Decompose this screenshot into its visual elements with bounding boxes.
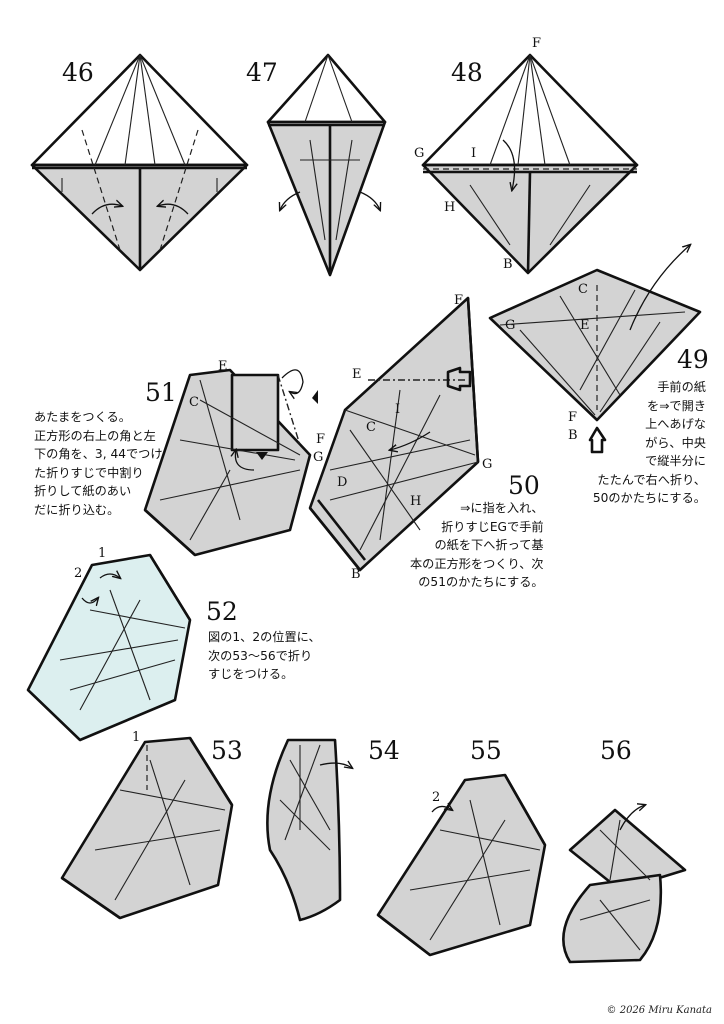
label-50-C: C <box>366 420 376 435</box>
note-step-50: ⇒に指を入れ、 折りすじEGで手前 の紙を下へ折って基 本の正方形をつくり、次 … <box>410 501 544 589</box>
label-51-C: C <box>189 395 199 410</box>
label-48-B: B <box>503 257 513 272</box>
label-50-G: G <box>482 457 493 472</box>
label-50-E: E <box>352 367 362 382</box>
label-48-I: I <box>471 146 477 161</box>
label-50-B: B <box>351 567 361 582</box>
step-47-figure <box>266 53 387 277</box>
step-48-figure <box>421 53 639 275</box>
step-54-figure <box>266 738 352 922</box>
label-48-F: F <box>532 36 542 51</box>
label-49-C: C <box>578 282 588 297</box>
note-step-52: 図の1、2の位置に、 次の53～56で折り すじをつける。 <box>208 630 321 681</box>
step-number-51: 51 <box>145 378 177 407</box>
label-48-G: G <box>414 146 425 161</box>
step-53-figure <box>60 736 234 920</box>
label-52-1: 1 <box>98 546 107 561</box>
label-52-2: 2 <box>74 566 83 581</box>
step-number-46: 46 <box>62 58 94 87</box>
step-number-48: 48 <box>451 58 483 87</box>
step-51-figure <box>143 368 318 557</box>
label-50-I: I <box>395 402 401 417</box>
step-number-56: 56 <box>600 736 632 765</box>
step-52-figure <box>26 553 192 742</box>
note-step-49: 手前の紙 を⇒で開き 上へあげな がら、中央 で縦半分に たたんで右へ折り、 5… <box>592 380 706 505</box>
step-55-figure <box>376 773 547 957</box>
label-49-G: G <box>505 318 516 333</box>
step-56-figure <box>562 805 687 964</box>
step-number-49: 49 <box>677 345 709 374</box>
label-50-D: D <box>337 475 348 490</box>
label-48-H: H <box>444 200 456 215</box>
copyright: © 2026 Miru Kanata <box>606 1005 712 1016</box>
note-step-51: あたまをつくる。 正方形の右上の角と左 下の角を、3, 44でつけ た折りすじで… <box>34 410 163 517</box>
step-49-figure <box>488 245 702 454</box>
step-50-figure <box>308 296 480 572</box>
label-50-F: F <box>454 293 464 308</box>
step-number-55: 55 <box>470 736 502 765</box>
step-number-52: 52 <box>206 597 238 626</box>
step-number-47: 47 <box>246 58 278 87</box>
step-46-figure <box>30 53 249 272</box>
label-51-G: G <box>313 450 324 465</box>
label-51-F: F <box>316 432 326 447</box>
step-number-54: 54 <box>368 736 400 765</box>
label-51-E: E <box>218 359 228 374</box>
label-53-1: 1 <box>132 730 141 745</box>
label-49-B: B <box>568 428 578 443</box>
label-49-F: F <box>568 410 578 425</box>
step-number-53: 53 <box>211 736 243 765</box>
step-number-50: 50 <box>508 471 540 500</box>
label-55-2: 2 <box>432 790 441 805</box>
label-49-E: E <box>580 318 590 333</box>
label-50-H: H <box>410 494 422 509</box>
